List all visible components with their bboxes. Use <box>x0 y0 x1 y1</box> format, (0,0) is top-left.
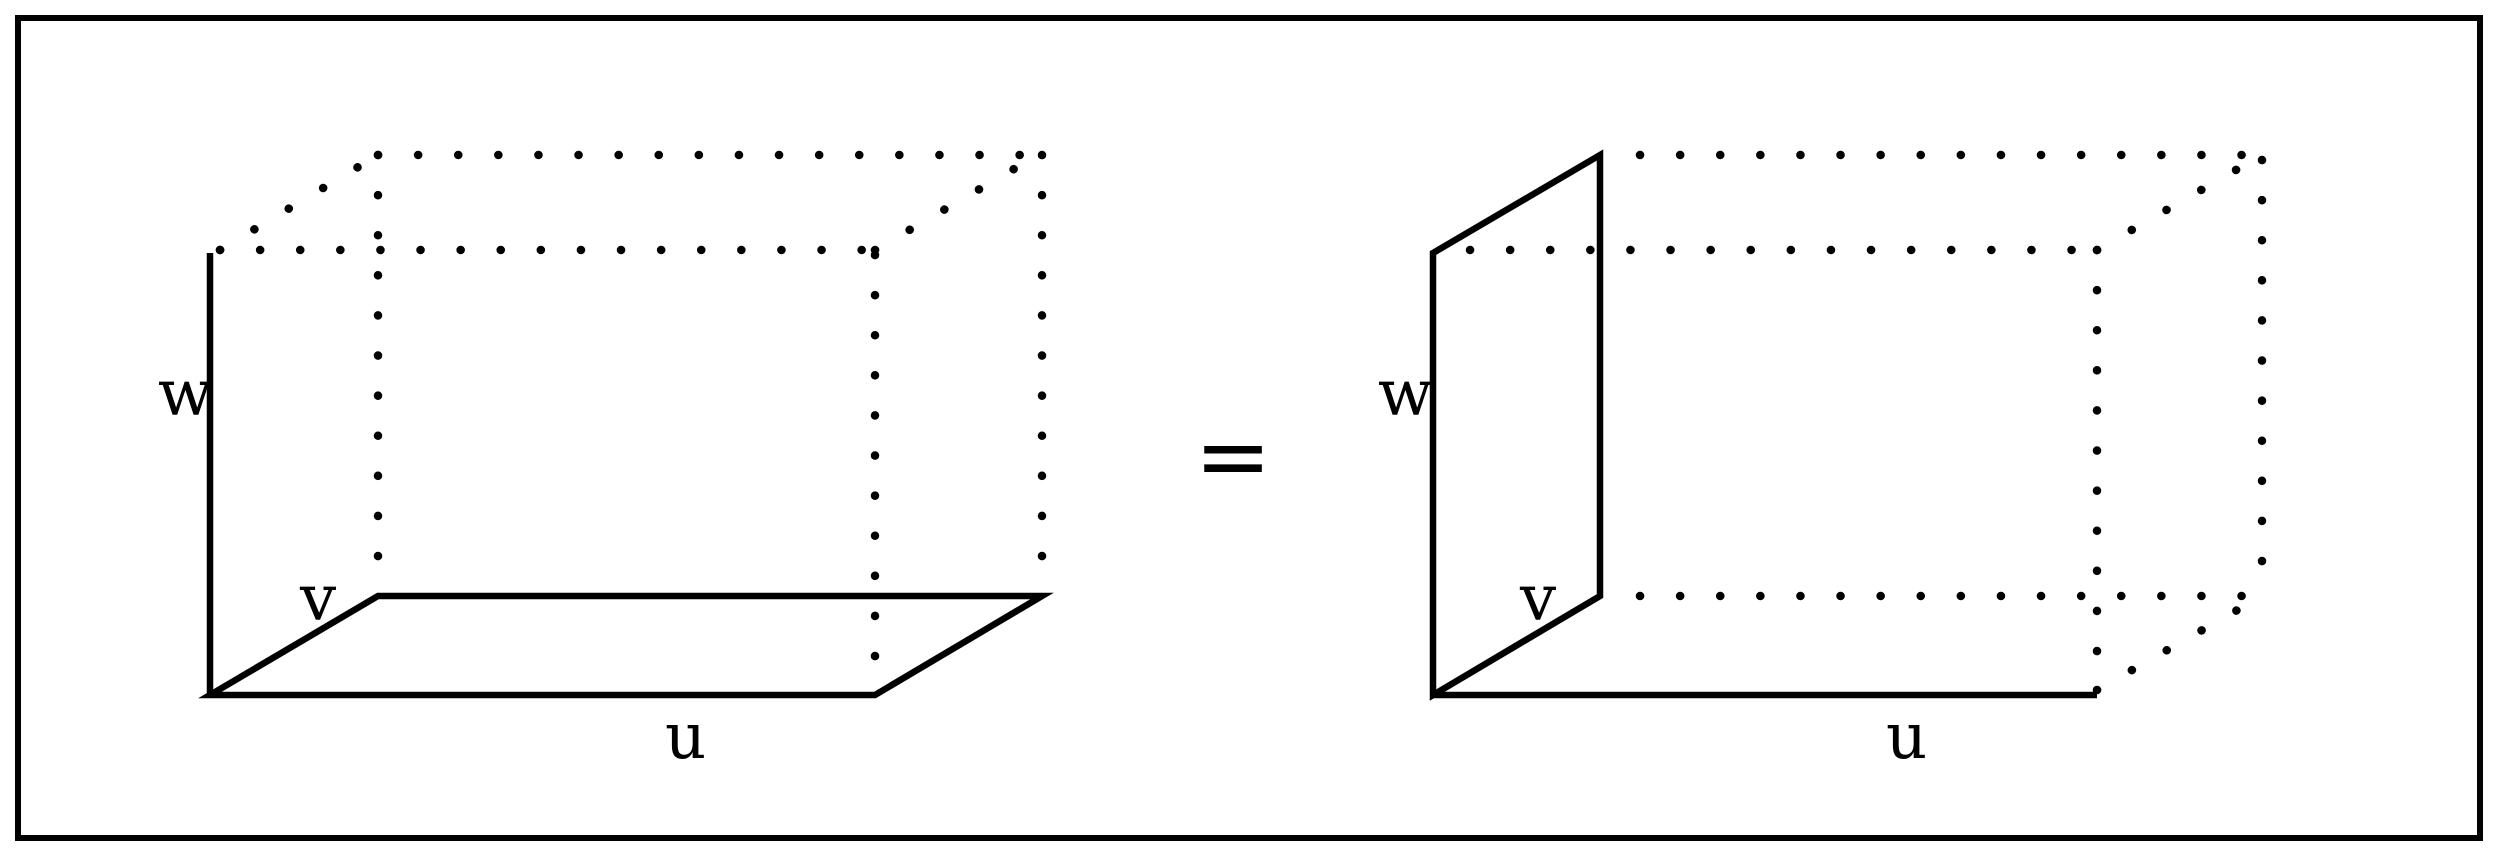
right-label-w: w <box>1378 357 1433 431</box>
right-dotted-edges <box>1465 150 2267 695</box>
outer-frame <box>15 15 2483 841</box>
left-label-w: w <box>158 357 213 431</box>
left-label-v: v <box>299 562 336 636</box>
left-box: w v u <box>158 150 1054 774</box>
right-dotted-top-right-depth <box>2092 150 2267 255</box>
equals-sign: = <box>1194 403 1271 510</box>
right-box: w v u <box>1378 149 2267 774</box>
left-dotted-edges <box>215 150 1047 680</box>
right-dotted-bottom-right-depth <box>2092 591 2267 695</box>
left-label-u: u <box>665 700 706 774</box>
left-dotted-top-left-depth <box>215 150 383 255</box>
right-label-u: u <box>1886 700 1927 774</box>
left-uv-face <box>198 592 1054 699</box>
left-dotted-top-right-depth <box>870 150 1043 255</box>
right-label-v: v <box>1519 562 1556 636</box>
right-vw-face <box>1429 149 1604 701</box>
